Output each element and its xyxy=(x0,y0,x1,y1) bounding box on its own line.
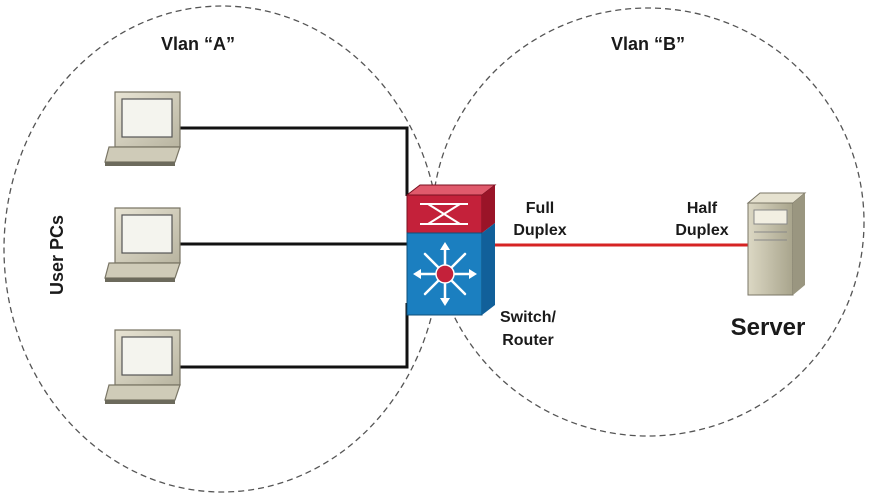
switch-router-icon xyxy=(405,184,497,316)
server-label: Server xyxy=(731,314,806,341)
half-duplex-label-line1: Half xyxy=(687,200,718,217)
pc-cable-bottom xyxy=(178,303,409,369)
computer-icon xyxy=(104,91,181,166)
vlan-b-label: Vlan “B” xyxy=(611,34,685,54)
server-icon xyxy=(746,192,807,296)
user-pcs-label: User PCs xyxy=(47,215,67,295)
full-duplex-label-line2: Duplex xyxy=(513,222,566,239)
computer-icon xyxy=(104,329,181,404)
vlan-a-boundary xyxy=(3,5,441,493)
switch-router-label-line1: Switch/ xyxy=(500,309,557,326)
half-duplex-label-line2: Duplex xyxy=(675,222,728,239)
full-duplex-label-line1: Full xyxy=(526,200,554,217)
switch-router-label-line2: Router xyxy=(502,332,554,349)
pc-cable-top xyxy=(178,126,409,196)
vlan-a-label: Vlan “A” xyxy=(161,34,235,54)
computer-icon xyxy=(104,207,181,282)
